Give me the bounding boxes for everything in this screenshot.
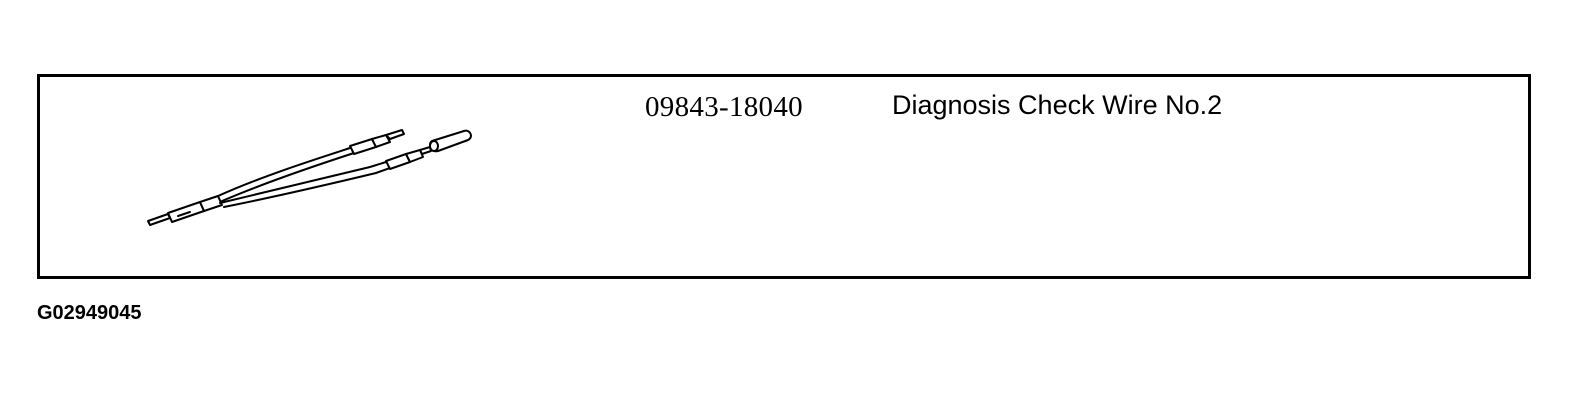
- part-number: 09843-18040: [645, 91, 803, 123]
- tool-name: Diagnosis Check Wire No.2: [892, 90, 1223, 120]
- special-tool-box: 09843-18040 Diagnosis Check Wire No.2: [37, 74, 1531, 279]
- diagnosis-check-wire-icon: [147, 129, 472, 226]
- figure-id-label: G02949045: [37, 302, 142, 324]
